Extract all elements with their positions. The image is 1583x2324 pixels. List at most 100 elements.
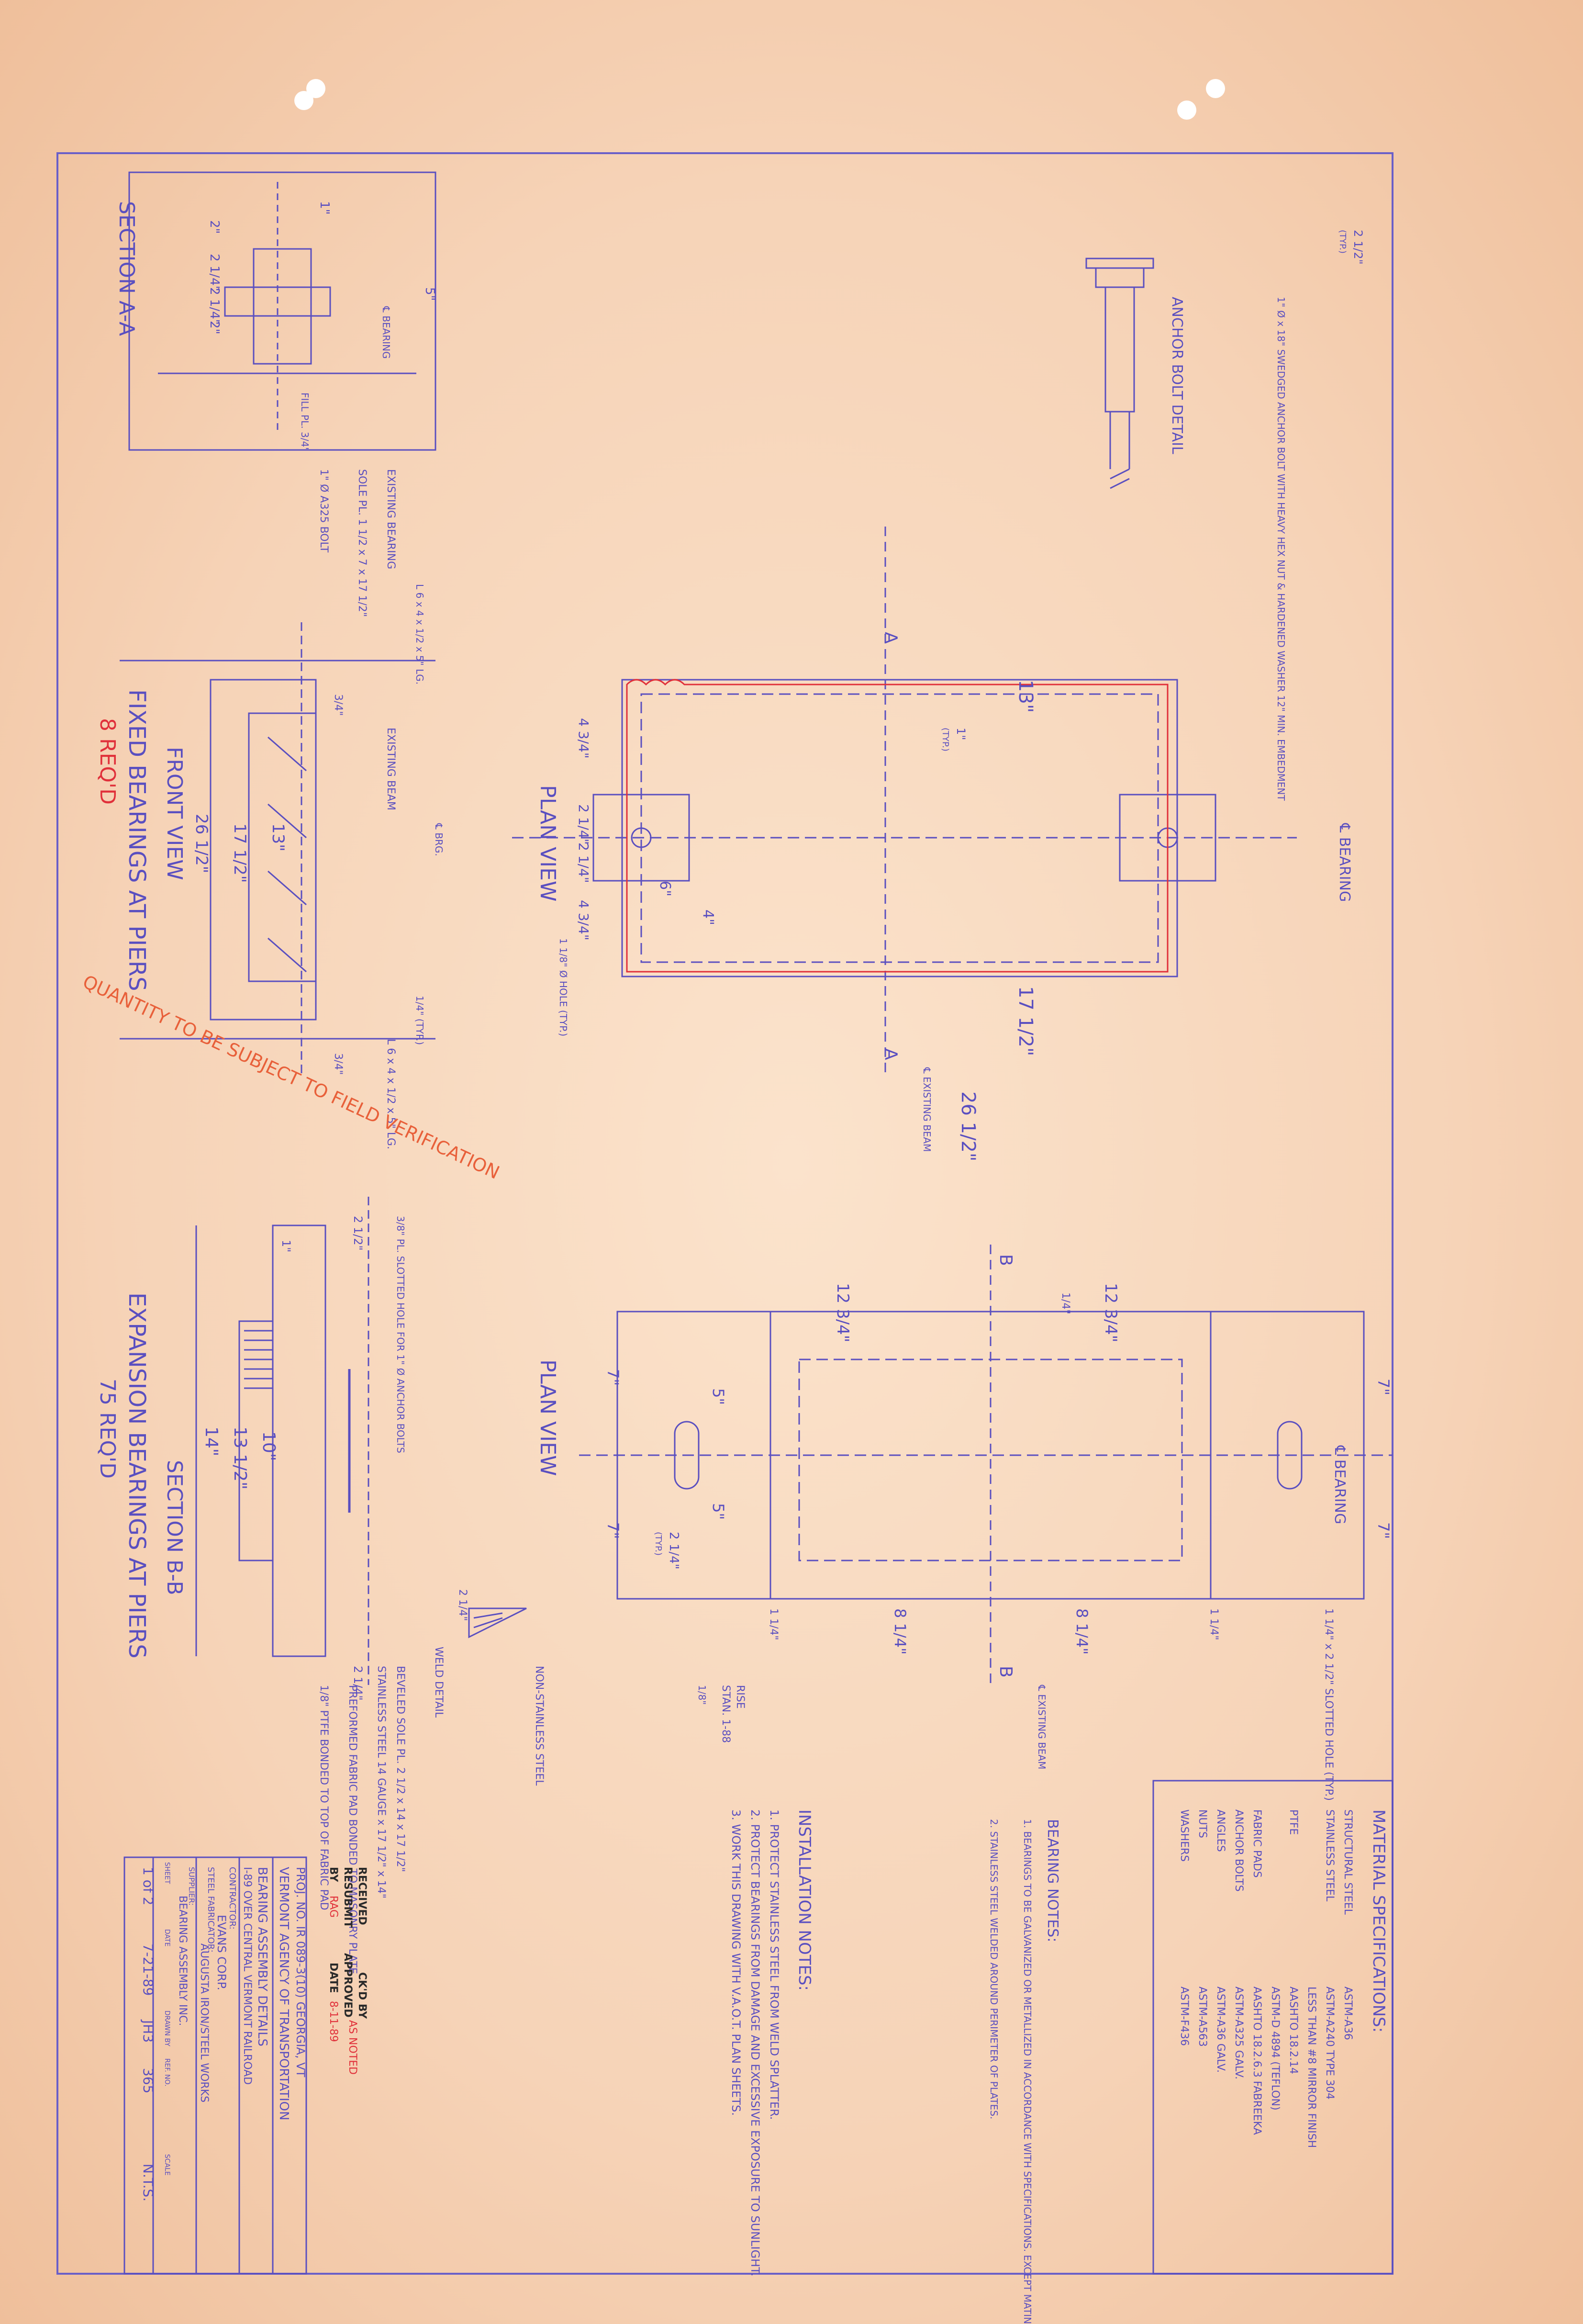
expansion-sec-dim: 13 1/2" [230, 1426, 250, 1490]
section-aa-sole: SOLE PL. 1 1/2 x 7 x 17 1/2" [356, 469, 368, 617]
fixed-front-view [120, 622, 435, 1077]
fixed-plan-dim: (TYP.) [940, 728, 950, 752]
expansion-plan-dim: 7" [1374, 1522, 1393, 1539]
section-aa-dim: 2" [207, 220, 222, 234]
expansion-caption: EXPANSION BEARINGS AT PIERS [123, 1292, 150, 1659]
bearing-note: 1. BEARINGS TO BE GALVANIZED OR METALLIZ… [1022, 1819, 1033, 2324]
section-a-a [128, 171, 436, 451]
expansion-plan-dim: 7" [604, 1369, 622, 1386]
expansion-plan-slots: 1 1/4" x 2 1/2" SLOTTED HOLE (TYP.) [1323, 1608, 1335, 1801]
expansion-plan-dim: 1 1/4" [1208, 1608, 1220, 1640]
field-note: QUANTITY TO BE SUBJECT TO FIELD VERIFICA… [79, 971, 502, 1183]
fixed-front-weld: 1/4" (TYP.) [414, 996, 425, 1045]
fixed-front-title: FRONT VIEW [162, 747, 187, 880]
fixed-bearing-cl: ℄ BEARING [1336, 823, 1353, 902]
anchor-bolt-dim-note: (TYP.) [1338, 230, 1348, 254]
punch-hole [1206, 79, 1225, 98]
fixed-cut-label: A [881, 632, 901, 644]
installation-note: 3. WORK THIS DRAWING WITH V.A.O.T. PLAN … [729, 1809, 743, 2116]
tb-sheet: 1 of 2 [140, 1867, 156, 1905]
expansion-plan-view [579, 1245, 1393, 1685]
section-aa-angle: L 6 x 4 x 1/2 x 5" LG. [414, 584, 425, 685]
expansion-plan-dim: 7" [604, 1522, 622, 1539]
expansion-plan-dim: 7" [1374, 1379, 1393, 1395]
material-spec-value: ASTM-F436 [1178, 1987, 1190, 2046]
tb-project: PROJ. NO. IR 089-3(10) GEORGIA, VT [294, 1867, 307, 2077]
material-spec-value: AASHTO 18.2.6.3 FABREEKA [1251, 1987, 1263, 2135]
fixed-plan-dim: 4 3/4" [576, 718, 591, 759]
bearing-note: 2. STAINLESS STEEL WELDED AROUND PERIMET… [988, 1819, 1000, 2119]
section-aa-dim: 2" [207, 321, 222, 335]
expansion-plan-dim: 12 3/4" [833, 1283, 852, 1342]
material-spec-value: AASHTO 18.2.14 [1287, 1987, 1299, 2074]
expansion-plan-dim: 5" [709, 1388, 727, 1405]
fixed-plan-dim: 2 1/4" [576, 842, 591, 883]
tb-location: I-89 OVER CENTRAL VERMONT RAILROAD [241, 1867, 253, 2085]
section-aa-existing-bearing: EXISTING BEARING [385, 469, 397, 569]
tb-fabricator: AUGUSTA IRON/STEEL WORKS [198, 1943, 210, 2102]
tb-contractor: EVANS CORP. [215, 1915, 228, 1990]
expansion-plan-dim: (TYP.) [653, 1532, 663, 1556]
stamp-resubmit: RESUBMIT [342, 1867, 354, 1928]
fixed-front-dim: 17 1/2" [230, 823, 249, 883]
stamp-ckd: CK'D BY [356, 1972, 368, 2019]
fixed-plan-dim: 4 3/4" [576, 900, 591, 941]
section-aa-dim: 5" [423, 287, 437, 301]
expansion-sec-dim: 1" [279, 1240, 293, 1252]
fixed-plan-dim: 6" [657, 881, 673, 897]
fixed-front-cl: ℄ BRG. [433, 823, 445, 856]
anchor-bolt-dim: 2 1/2" [1351, 230, 1365, 265]
material-spec-value: ASTM-D 4894 (TEFLON) [1269, 1987, 1281, 2111]
section-aa-title: SECTION A-A [114, 201, 139, 336]
expansion-qty: 75 REQ'D [95, 1379, 120, 1479]
anchor-bolt-detail [1085, 258, 1154, 489]
expansion-ptfe-label: 1/8" PTFE BONDED TO TOP OF FABRIC PAD [318, 1685, 330, 1910]
stamp-approved: APPROVED [342, 1953, 354, 2018]
expansion-sec-dim: 14" [201, 1426, 221, 1456]
fixed-cut-label: A [881, 1048, 901, 1060]
tb-sheet-label: SHEET [163, 1862, 171, 1884]
engineering-drawing: SECTION A-A EXISTING BEARING SOLE PL. 1 … [56, 152, 1393, 2324]
expansion-cut-label: B [996, 1666, 1015, 1678]
expansion-sole-label: BEVELED SOLE PL. 2 1/2 x 14 x 17 1/2" [394, 1666, 406, 1872]
section-aa-dim: 2 1/4" [207, 287, 222, 325]
tb-supplier-label: SUPPLIER: [187, 1867, 196, 1906]
fixed-front-dim: 3/4" [332, 1053, 344, 1075]
notes-area: INSTALLATION NOTES: 1. PROTECT STAINLESS… [729, 1780, 1393, 2324]
anchor-bolt-title: ANCHOR BOLT DETAIL [1169, 297, 1185, 454]
weld-detail-std: STAN. 1-88 [720, 1685, 732, 1743]
tb-drawn: JH3 [140, 2019, 156, 2043]
weld-detail-rise: RISE [734, 1685, 746, 1709]
installation-note: 1. PROTECT STAINLESS STEEL FROM WELD SPL… [768, 1809, 781, 2120]
stamp-date-label: DATE [327, 1963, 339, 1993]
tb-scale-label: SCALE [163, 2154, 171, 2176]
tb-scale: N.T.S. [140, 2164, 156, 2201]
fixed-plan-dim: 2 1/4" [576, 804, 591, 845]
stamp-initials: RAG [327, 1896, 339, 1918]
fixed-plan-dim: 1" [954, 728, 968, 740]
expansion-plan-dim: 1/4" [1059, 1292, 1071, 1314]
stamp-received: RECEIVED [356, 1867, 368, 1925]
tb-date-label: DATE [163, 1929, 171, 1946]
material-specs-title: MATERIAL SPECIFICATIONS: [1369, 1809, 1388, 2032]
weld-detail [468, 1607, 527, 1639]
fixed-front-beam: EXISTING BEAM [385, 728, 397, 810]
expansion-sec-dim: 2 1/2" [351, 1216, 365, 1251]
tb-agency: VERMONT AGENCY OF TRANSPORTATION [277, 1867, 291, 2121]
expansion-plan-dim: 8 1/4" [1073, 1608, 1091, 1655]
material-spec-value: ASTM-A36 [1342, 1987, 1354, 2040]
material-spec-item: FABRIC PADS [1251, 1809, 1263, 1878]
tb-supplier: BEARING ASSEMBLY INC. [177, 1896, 189, 2026]
tb-ref: 365 [140, 2068, 156, 2093]
section-aa-dim: 1" [317, 201, 332, 215]
punch-hole [306, 79, 325, 98]
material-spec-item: ANCHOR BOLTS [1233, 1809, 1245, 1892]
installation-note: 2. PROTECT BEARINGS FROM DAMAGE AND EXCE… [748, 1809, 762, 2277]
section-aa-bolt: 1" Ø A325 BOLT [318, 469, 330, 553]
expansion-pad-label: PREFORMED FABRIC PAD BONDED TO MASONRY P… [346, 1685, 358, 1974]
tb-fabricator-label: STEEL FABRICATOR: [206, 1867, 216, 1953]
anchor-bolt-callout: 1" Ø x 18" SWEDGED ANCHOR BOLT WITH HEAV… [1275, 297, 1287, 801]
expansion-plan-dim: 8 1/4" [891, 1608, 909, 1655]
stamp-by: BY [327, 1867, 339, 1883]
